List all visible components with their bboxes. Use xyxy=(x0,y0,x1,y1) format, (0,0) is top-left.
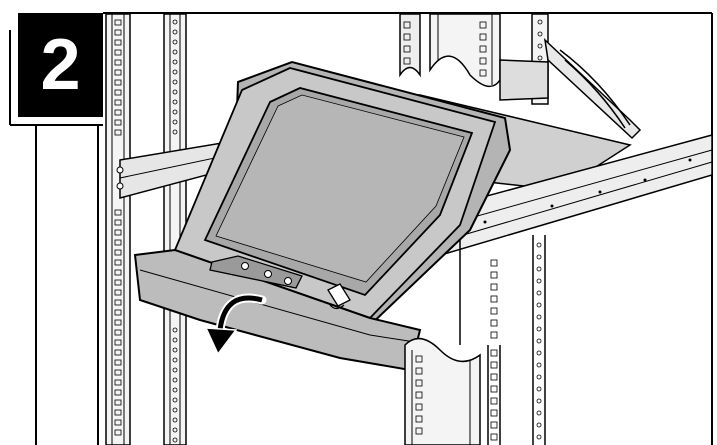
rack-post-right-front xyxy=(404,235,546,445)
rack-post-left xyxy=(105,13,131,445)
step-number: 2 xyxy=(40,25,81,105)
rack-post-left-inner xyxy=(163,13,187,445)
step-number-badge: 2 xyxy=(18,13,103,117)
flat-panel-monitor xyxy=(133,60,512,372)
rear-bracket xyxy=(499,37,642,140)
page-frame xyxy=(9,12,713,445)
curved-down-arrow-icon xyxy=(204,293,267,356)
